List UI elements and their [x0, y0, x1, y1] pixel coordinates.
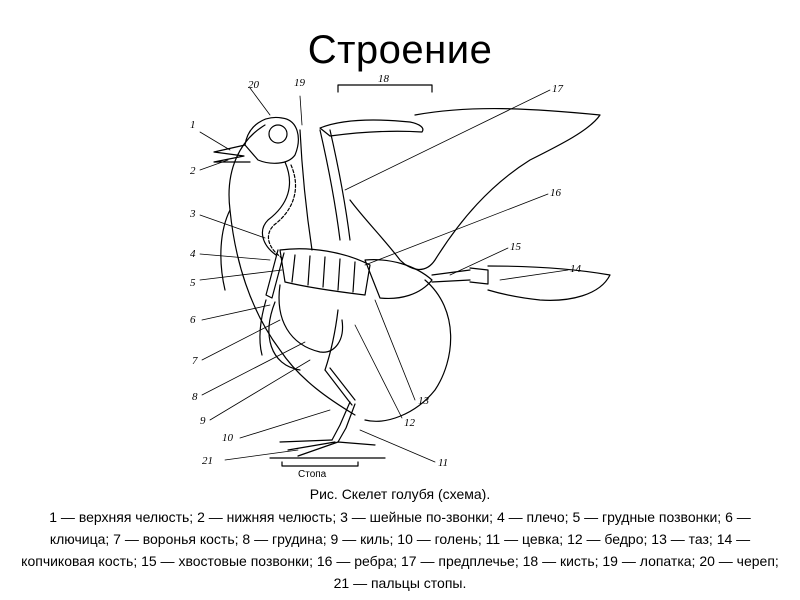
ribcage: [279, 248, 371, 296]
label-20: 20: [248, 79, 260, 91]
label-6: 6: [190, 314, 196, 326]
femur: [324, 309, 339, 371]
foot-bracket: [281, 461, 359, 467]
label-9: 9: [200, 415, 206, 427]
label-16: 16: [550, 187, 562, 199]
label-4: 4: [190, 248, 196, 260]
label-7: 7: [192, 355, 198, 367]
sternum: [278, 284, 344, 353]
manus: [319, 119, 424, 137]
label-17: 17: [552, 83, 564, 95]
scapula: [299, 129, 313, 251]
pelvis: [364, 259, 433, 300]
label-3: 3: [189, 208, 196, 220]
label-12: 12: [404, 417, 416, 429]
tibia: [324, 369, 353, 406]
tail-vertebrae: [431, 269, 471, 283]
label-14: 14: [570, 263, 582, 275]
label-13: 13: [418, 395, 430, 407]
humerus: [265, 249, 285, 299]
wing-outline: [349, 107, 601, 270]
forearm: [319, 129, 341, 241]
label-21: 21: [202, 455, 213, 467]
tail-outline: [487, 265, 611, 301]
label-2: 2: [190, 165, 196, 177]
figure-legend: 1 — верхняя челюсть; 2 — нижняя челюсть;…: [21, 509, 779, 591]
pygostyle: [469, 267, 489, 285]
label-10: 10: [222, 432, 234, 444]
page-title: Строение: [307, 28, 493, 72]
label-11: 11: [438, 457, 448, 469]
figure-caption: Рис. Скелет голубя (схема).: [309, 486, 491, 502]
label-1: 1: [190, 119, 196, 131]
foot-label: Стопа: [298, 469, 327, 480]
cervical-vertebrae: [261, 161, 291, 256]
tarsometatarsus: [331, 401, 351, 441]
diagram-labels: 1 2 3 4 5 6 7 8 9 10 11 12 13 14 15 16 1…: [189, 73, 582, 480]
label-15: 15: [510, 241, 522, 253]
label-19: 19: [294, 77, 306, 89]
beak: [213, 144, 251, 163]
body-outline: [228, 124, 356, 416]
pigeon-skeleton-diagram: 1 2 3 4 5 6 7 8 9 10 11 12 13 14 15 16 1…: [189, 73, 611, 480]
label-18: 18: [378, 73, 390, 85]
label-5: 5: [190, 277, 196, 289]
label-8: 8: [192, 391, 198, 403]
keel: [268, 301, 301, 371]
furcula: [259, 299, 267, 356]
toes: [279, 439, 376, 457]
skull: [244, 116, 299, 164]
